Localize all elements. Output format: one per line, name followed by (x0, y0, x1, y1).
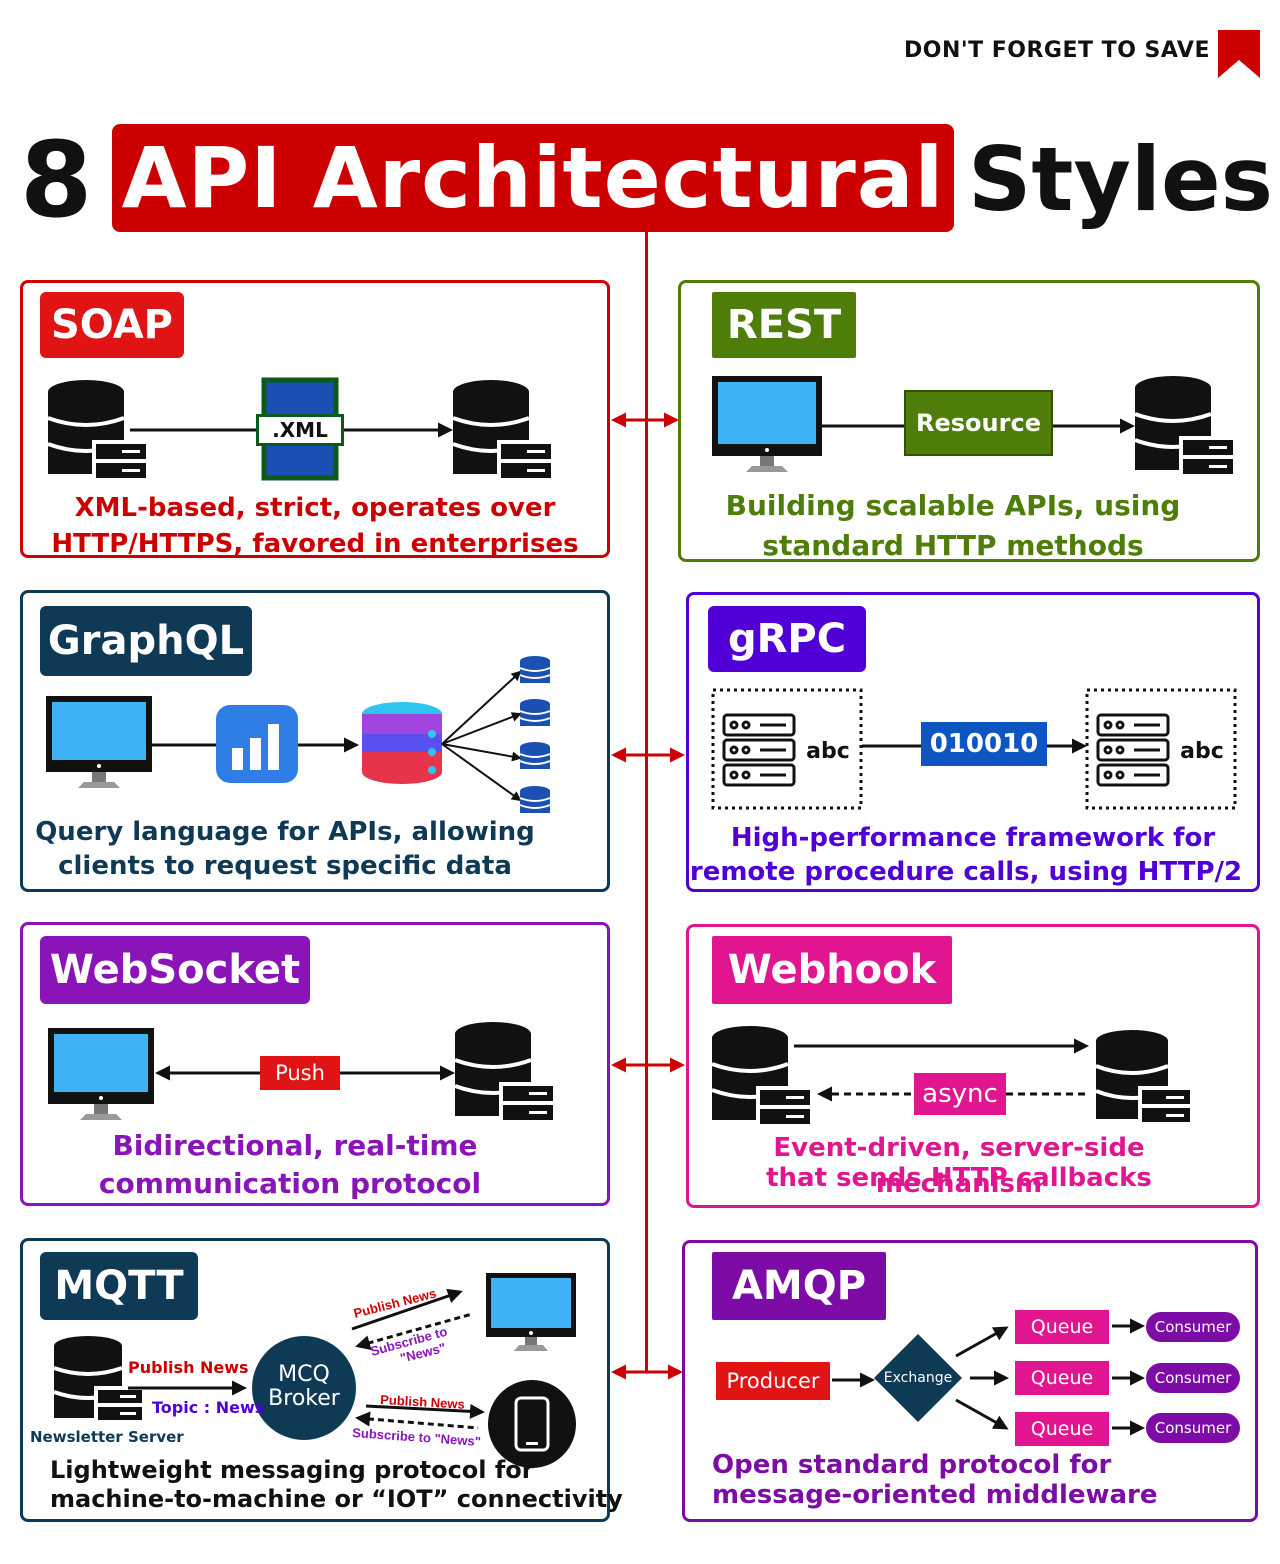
grpc-left-text: abc (806, 738, 850, 764)
bookmark-icon (1218, 30, 1260, 78)
resource-box: Resource (904, 390, 1053, 456)
soap-panel (20, 280, 610, 558)
amqp-label: AMQP (712, 1252, 886, 1320)
queue-box: Queue (1015, 1310, 1109, 1344)
graphql-panel (20, 590, 610, 892)
graphql-description-line1: Query language for APIs, allowing (35, 817, 535, 847)
soap-description-line2: HTTP/HTTPS, favored in enterprises (51, 529, 579, 559)
consumer-pill: Consumer (1146, 1312, 1240, 1342)
amqp-panel (682, 1240, 1258, 1522)
save-reminder: DON'T FORGET TO SAVE (903, 38, 1210, 63)
newsletter-server-label: Newsletter Server (30, 1428, 184, 1446)
grpc-right-text: abc (1180, 738, 1224, 764)
queue-box: Queue (1015, 1361, 1109, 1395)
mqtt-description-line2: machine-to-machine or “IOT” connectivity (50, 1485, 623, 1513)
queue-box: Queue (1015, 1412, 1109, 1446)
websocket-description-line1: Bidirectional, real-time (112, 1129, 478, 1162)
producer-box: Producer (716, 1362, 830, 1400)
websocket-description-line2: communication protocol (98, 1167, 482, 1200)
websocket-label: WebSocket (40, 936, 310, 1004)
mqtt-label: MQTT (40, 1252, 198, 1320)
broker-label-line1: MCQ (278, 1362, 330, 1387)
publish-news-label: Publish News (128, 1358, 249, 1377)
amqp-description-line1: Open standard protocol for (712, 1450, 1112, 1480)
consumer-pill: Consumer (1146, 1413, 1240, 1443)
mqtt-panel (20, 1238, 610, 1522)
graphql-label: GraphQL (40, 606, 252, 676)
amqp-description-line2: message-oriented middleware (712, 1480, 1158, 1510)
grpc-label: gRPC (708, 606, 866, 672)
center-spine (645, 232, 648, 1372)
soap-description-line1: XML-based, strict, operates over (74, 493, 556, 523)
title-end: Styles (968, 128, 1274, 231)
xml-file-label: .XML (256, 414, 344, 446)
rest-description-line1: Building scalable APIs, using (725, 489, 1181, 522)
webhook-panel (686, 924, 1260, 1208)
binary-payload-box: 010010 (921, 722, 1047, 766)
webhook-description-line1: Event-driven, server-side mechanism (773, 1133, 1145, 1199)
broker-label-line2: Broker (268, 1386, 340, 1411)
grpc-panel (686, 592, 1260, 892)
grpc-description-line2: remote procedure calls, using HTTP/2 (689, 857, 1243, 887)
exchange-label: Exchange (883, 1370, 953, 1386)
push-tag: Push (260, 1056, 340, 1090)
rest-panel (678, 280, 1260, 562)
title-number: 8 (20, 119, 93, 241)
mqtt-description-line1: Lightweight messaging protocol for (50, 1456, 534, 1484)
title-highlight: API Architectural (112, 124, 954, 232)
webhook-label: Webhook (712, 936, 952, 1004)
webhook-description-line2: that sends HTTP callbacks (766, 1163, 1152, 1193)
rest-label: REST (712, 292, 856, 358)
soap-label: SOAP (40, 292, 184, 358)
grpc-description-line1: High-performance framework for (730, 823, 1216, 853)
websocket-panel (20, 922, 610, 1206)
consumer-pill: Consumer (1146, 1363, 1240, 1393)
rest-description-line2: standard HTTP methods (762, 529, 1144, 562)
topic-news-label: Topic : News (152, 1398, 265, 1417)
async-tag: async (914, 1073, 1006, 1115)
graphql-description-line2: clients to request specific data (58, 851, 512, 881)
